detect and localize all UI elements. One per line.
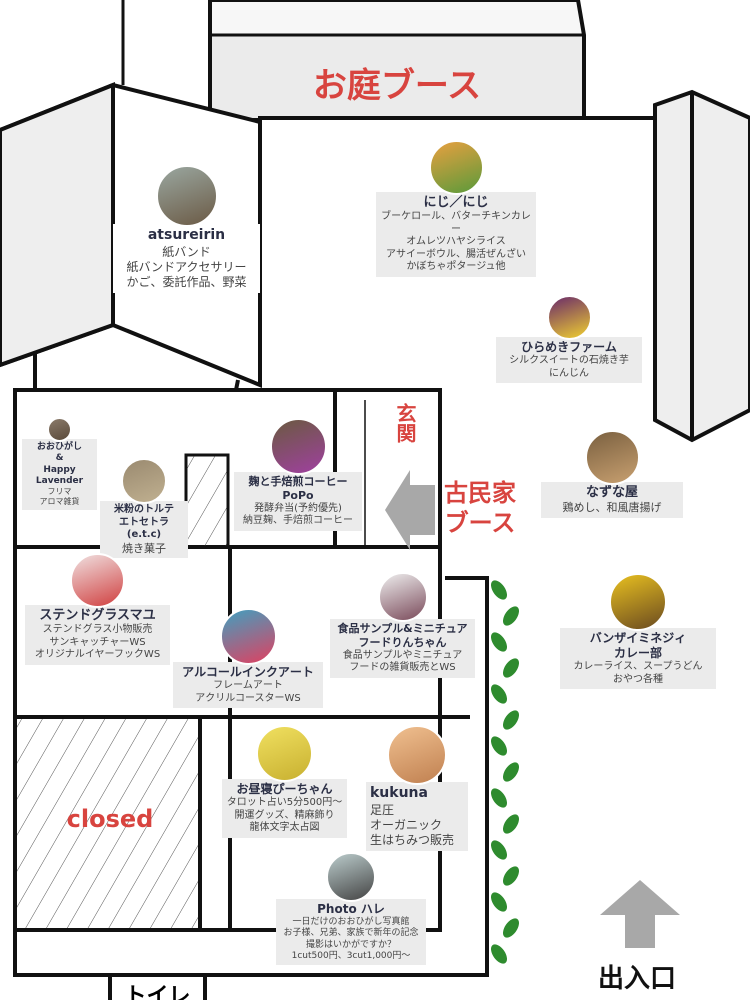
booth-description: フレームアート アクリルコースターWS	[195, 680, 301, 704]
booth-name: Photo ハレ	[317, 902, 385, 916]
booth-name: kukuna	[370, 785, 428, 801]
booth-name: ひらめきファーム	[521, 340, 617, 354]
booth-card: ステンドグラスマユ ステンドグラス小物販売 サンキャッチャーWS オリジナルイヤ…	[25, 605, 170, 665]
booth-card: ひらめきファーム シルクスイートの石焼き芋 にんじん	[496, 337, 642, 383]
booth-photo	[155, 165, 218, 227]
booth-photo	[584, 430, 640, 485]
booth-1[interactable]: にじ／にじ ブーケロール、バターチキンカレー オムレツハヤシライス アサイーボウ…	[376, 140, 536, 277]
arrow-up-icon	[600, 880, 680, 948]
booth-photo	[377, 572, 428, 622]
booth-card: 麹と手焙煎コーヒー PoPo 発酵弁当(予約優先) 納豆麹、手焙煎コーヒー	[234, 472, 362, 531]
booth-card: 食品サンプル&ミニチュア フードりんちゃん 食品サンプルやミニチュア フードの雑…	[330, 619, 475, 678]
booth-10[interactable]: 食品サンプル&ミニチュア フードりんちゃん 食品サンプルやミニチュア フードの雑…	[330, 572, 475, 678]
booth-description: 焼き菓子	[122, 541, 166, 555]
leaf-icon	[503, 606, 519, 626]
booth-description: 鶏めし、和風唐揚げ	[562, 501, 662, 515]
booth-9[interactable]: アルコールインクアート フレームアート アクリルコースターWS	[173, 608, 323, 708]
booth-8[interactable]: ステンドグラスマユ ステンドグラス小物販売 サンキャッチャーWS オリジナルイヤ…	[25, 553, 170, 665]
booth-photo	[387, 725, 447, 785]
booth-name: なずな屋	[585, 485, 638, 500]
booth-5[interactable]: おおひがし & Happy Lavender フリマ アロマ雑貨	[22, 417, 97, 510]
booth-name: お昼寝ぴーちゃん	[236, 782, 333, 796]
booth-photo	[428, 140, 484, 195]
booth-photo	[219, 608, 277, 665]
booth-name: atsureirin	[147, 227, 226, 243]
booth-description: 発酵弁当(予約優先) 納豆麹、手焙煎コーヒー	[243, 502, 353, 527]
booth-0[interactable]: atsureirin 紙バンド 紙バンドアクセサリー かご、委託作品、野菜	[113, 165, 260, 293]
closed-label: closed	[66, 805, 154, 833]
booth-name: にじ／にじ	[423, 195, 489, 210]
leaf-icon	[503, 918, 519, 938]
booth-11[interactable]: お昼寝ぴーちゃん タロット占い5分500円〜 開運グッズ、精麻飾り 龍体文字太占…	[222, 725, 347, 838]
booth-description: フリマ アロマ雑貨	[39, 487, 80, 506]
booth-name: アルコールインクアート	[182, 665, 314, 679]
arrow-left-icon	[385, 470, 435, 550]
booth-photo	[47, 417, 72, 442]
leaf-icon	[503, 814, 519, 834]
entrance-label: 出入口	[598, 964, 677, 994]
leaf-icon	[491, 944, 507, 964]
booth-card: atsureirin 紙バンド 紙バンドアクセサリー かご、委託作品、野菜	[113, 224, 260, 293]
booth-description: 足圧 オーガニック 生はちみつ販売	[370, 802, 455, 847]
leaf-icon	[491, 736, 507, 756]
booth-name: おおひがし & Happy Lavender	[35, 442, 84, 486]
booth-name: 食品サンプル&ミニチュア フードりんちゃん	[337, 622, 468, 649]
genkan-label: 玄関	[393, 403, 417, 443]
booth-13[interactable]: Photo ハレ 一日だけのおおひがし写真館 お子様、兄弟、家族で新年の記念 撮…	[276, 852, 426, 965]
toilet-label: トイレ	[124, 984, 191, 1000]
leaf-icon	[491, 580, 507, 600]
booth-name: 米粉のトルテ エトセトラ(e.t.c)	[114, 504, 174, 540]
booth-name: 麹と手焙煎コーヒー PoPo	[248, 475, 348, 502]
leaf-icon	[491, 892, 507, 912]
booth-card: アルコールインクアート フレームアート アクリルコースターWS	[173, 662, 323, 708]
booth-photo	[609, 573, 667, 631]
vine-decoration: (function(){ const g=document.currentScr…	[491, 580, 519, 964]
booth-card: おおひがし & Happy Lavender フリマ アロマ雑貨	[22, 439, 97, 510]
booth-card: Photo ハレ 一日だけのおおひがし写真館 お子様、兄弟、家族で新年の記念 撮…	[276, 899, 426, 965]
booth-12[interactable]: kukuna 足圧 オーガニック 生はちみつ販売	[366, 725, 468, 851]
booth-name: バンザイミネジィ カレー部	[589, 631, 687, 660]
booth-photo	[121, 458, 167, 504]
booth-card: お昼寝ぴーちゃん タロット占い5分500円〜 開運グッズ、精麻飾り 龍体文字太占…	[222, 779, 347, 838]
kominka-booth-label: 古民家ブース	[444, 479, 516, 537]
leaf-icon	[503, 762, 519, 782]
booth-photo	[256, 725, 313, 782]
leaf-icon	[491, 684, 507, 704]
leaf-icon	[491, 840, 507, 860]
booth-card: kukuna 足圧 オーガニック 生はちみつ販売	[366, 782, 468, 851]
booth-2[interactable]: ひらめきファーム シルクスイートの石焼き芋 にんじん	[496, 295, 642, 383]
booth-card: バンザイミネジィ カレー部 カレーライス、スープうどん おやつ各種	[560, 628, 716, 689]
booth-photo	[546, 295, 592, 340]
booth-photo	[269, 418, 327, 475]
booth-description: 一日だけのおおひがし写真館 お子様、兄弟、家族で新年の記念 撮影はいかがですか？…	[283, 917, 419, 961]
booth-description: タロット占い5分500円〜 開運グッズ、精麻飾り 龍体文字太占図	[226, 797, 343, 833]
leaf-icon	[503, 710, 519, 730]
booth-description: ブーケロール、バターチキンカレー オムレツハヤシライス アサイーボウル、腸活ぜん…	[381, 211, 531, 273]
leaf-icon	[491, 788, 507, 808]
booth-description: シルクスイートの石焼き芋 にんじん	[509, 355, 629, 379]
booth-card: 米粉のトルテ エトセトラ(e.t.c) 焼き菓子	[100, 501, 188, 559]
garden-booth-label: お庭ブース	[312, 66, 482, 106]
booth-card: にじ／にじ ブーケロール、バターチキンカレー オムレツハヤシライス アサイーボウ…	[376, 192, 536, 277]
booth-7[interactable]: 麹と手焙煎コーヒー PoPo 発酵弁当(予約優先) 納豆麹、手焙煎コーヒー	[234, 418, 362, 531]
booth-photo	[70, 553, 125, 608]
booth-6[interactable]: 米粉のトルテ エトセトラ(e.t.c) 焼き菓子	[100, 458, 188, 559]
leaf-icon	[503, 866, 519, 886]
booth-description: 食品サンプルやミニチュア フードの雑貨販売とWS	[342, 649, 463, 674]
booth-name: ステンドグラスマユ	[39, 608, 156, 623]
booth-4[interactable]: バンザイミネジィ カレー部 カレーライス、スープうどん おやつ各種	[560, 573, 716, 689]
booth-3[interactable]: なずな屋 鶏めし、和風唐揚げ	[541, 430, 683, 518]
booth-photo	[326, 852, 376, 902]
leaf-icon	[491, 632, 507, 652]
booth-description: カレーライス、スープうどん おやつ各種	[573, 661, 703, 685]
leaf-icon	[503, 658, 519, 678]
booth-description: ステンドグラス小物販売 サンキャッチャーWS オリジナルイヤーフックWS	[34, 624, 161, 661]
booth-card: なずな屋 鶏めし、和風唐揚げ	[541, 482, 683, 518]
booth-description: 紙バンド 紙バンドアクセサリー かご、委託作品、野菜	[126, 244, 247, 289]
